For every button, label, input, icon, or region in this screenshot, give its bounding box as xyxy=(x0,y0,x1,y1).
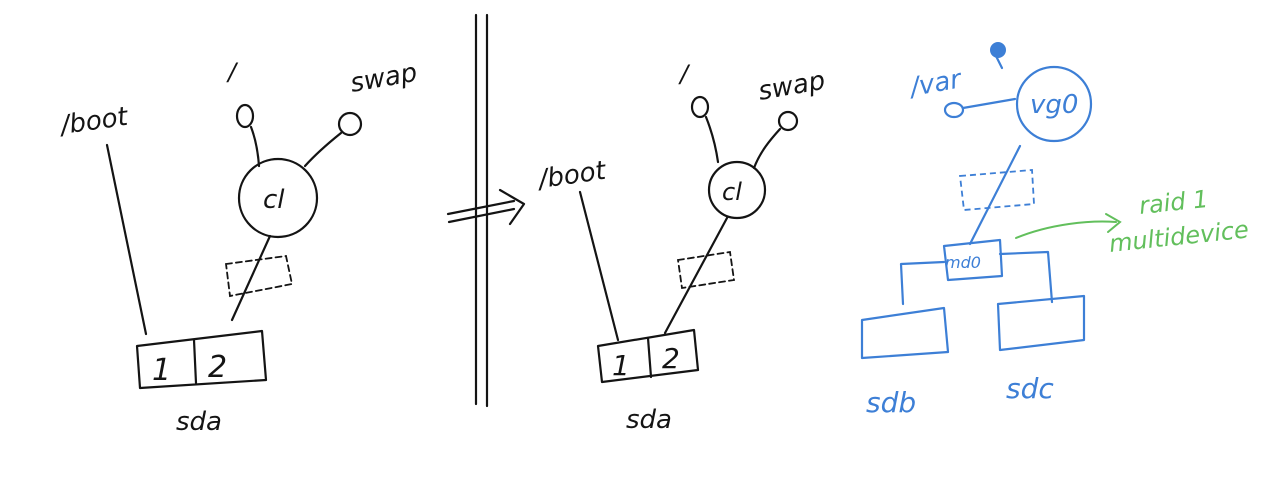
middle-swap-label: swap xyxy=(756,66,827,107)
left-boot-label: /boot xyxy=(57,102,131,141)
middle-volume-group-label: cl xyxy=(722,178,742,206)
transform-arrow xyxy=(446,188,526,226)
middle-pv-link xyxy=(663,216,729,335)
right-volume-group-label: vg0 xyxy=(1030,90,1078,120)
left-root-link xyxy=(249,125,261,168)
right-var-link xyxy=(961,97,1017,110)
left-disk-label: sda xyxy=(176,407,222,437)
separator xyxy=(474,13,489,408)
left-pv-link xyxy=(230,234,272,322)
right-var-mount-node xyxy=(943,101,965,119)
arrow-shaft-upper xyxy=(446,199,516,216)
middle-partition-divider xyxy=(646,336,653,379)
middle-boot-link xyxy=(578,190,620,342)
left-root-label: / xyxy=(226,58,239,86)
left-partition-1: 1 xyxy=(152,353,171,388)
left-disk-box xyxy=(135,329,268,390)
middle-disk-box xyxy=(596,328,700,384)
right-disk-b-box xyxy=(860,306,950,360)
left-partition-2: 2 xyxy=(208,350,227,385)
middle-root-label: / xyxy=(678,60,691,88)
right-diagram: /var vg0 md0 sdb sdc raid 1 multidevice xyxy=(860,42,1250,419)
right-blob-mark xyxy=(990,42,1006,58)
right-md-box xyxy=(942,238,1004,282)
left-swap-mount-node xyxy=(337,111,363,137)
middle-partition-2: 2 xyxy=(662,342,680,375)
raid-note-line-2: multidevice xyxy=(1108,215,1250,257)
raid-note-arrow xyxy=(1015,220,1117,239)
left-root-mount-node xyxy=(235,103,255,129)
left-swap-link xyxy=(303,131,343,168)
middle-root-mount-node xyxy=(690,95,710,119)
right-blob-tail xyxy=(994,54,1004,70)
right-pv-link xyxy=(968,144,1022,246)
left-volume-group-circle xyxy=(237,157,319,239)
left-swap-label: swap xyxy=(348,58,419,99)
left-boot-link xyxy=(105,143,148,336)
right-disk-c-label: sdc xyxy=(1006,372,1054,405)
raid-note-line-1: raid 1 xyxy=(1138,185,1210,220)
right-var-label: /var xyxy=(906,64,965,103)
middle-swap-mount-node xyxy=(777,110,799,132)
raid-note-arrowhead xyxy=(1105,213,1122,233)
right-md-right-branch xyxy=(998,250,1054,304)
arrow-head xyxy=(498,188,526,226)
right-volume-group-circle xyxy=(1015,65,1093,143)
left-diagram: /boot / swap cl 1 2 sda xyxy=(57,58,420,437)
middle-boot-label: /boot xyxy=(535,156,609,195)
middle-physical-volume-box xyxy=(676,250,736,290)
left-partition-divider xyxy=(192,338,198,385)
arrow-shaft-lower xyxy=(447,207,516,224)
middle-swap-link xyxy=(752,127,782,170)
left-physical-volume-box xyxy=(224,254,294,298)
middle-diagram: /boot / swap cl 1 2 sda xyxy=(535,60,828,435)
right-md-left-branch xyxy=(899,260,946,306)
right-md-label: md0 xyxy=(945,253,981,272)
middle-root-link xyxy=(704,115,720,164)
right-disk-b-label: sdb xyxy=(866,386,916,419)
middle-partition-1: 1 xyxy=(612,349,630,382)
left-volume-group-label: cl xyxy=(263,185,285,215)
middle-disk-label: sda xyxy=(626,405,672,435)
right-disk-c-box xyxy=(996,294,1086,352)
middle-volume-group-circle xyxy=(707,160,767,220)
